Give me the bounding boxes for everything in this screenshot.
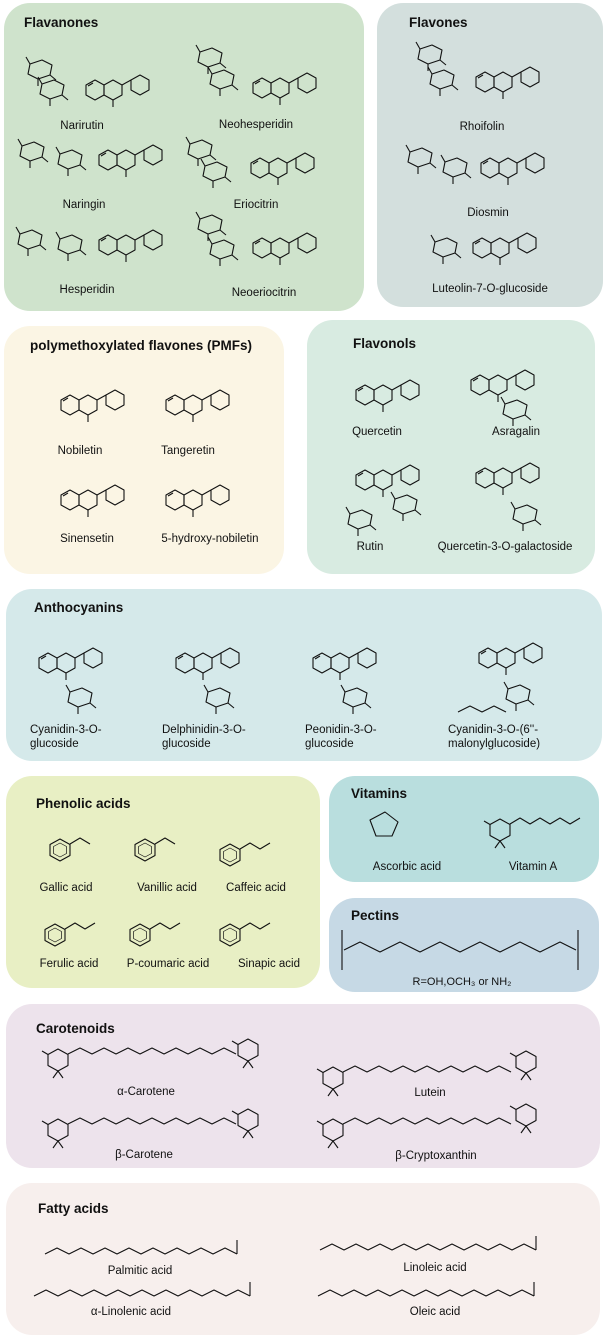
compound-label: Nobiletin [57,445,103,457]
flavones-panel: Flavones [377,3,603,307]
flavanones-panel: Flavanones [4,3,364,311]
compound-label: Quercetin-3-O-galactoside [437,541,573,553]
panel-title: Flavanones [24,15,99,30]
compound-label: Neoeriocitrin [231,287,297,299]
panel-title: Vitamins [351,786,408,801]
compound-label: Lutein [414,1087,446,1099]
fatty-acids-panel: Fatty acids [6,1183,600,1335]
compound-label: Eriocitrin [233,199,279,211]
vitamins-panel: Vitamins [329,776,599,882]
compound-label: β-Cryptoxanthin [395,1150,477,1162]
panel-title: Anthocyanins [34,600,124,615]
panel-title: Flavonols [353,336,417,351]
compound-label: Rhoifolin [459,121,505,133]
panel-title: Pectins [351,908,400,923]
compound-label: Naringin [62,199,106,211]
panel-title: Flavones [409,15,468,30]
compound-label: Ferulic acid [39,958,99,970]
compound-label: Asragalin [492,426,540,438]
compound-label: Oleic acid [409,1306,461,1318]
compound-label: Gallic acid [39,882,93,894]
panel-title: Fatty acids [38,1201,109,1216]
compound-label: Sinapic acid [237,958,301,970]
compound-label: Luteolin-7-O-glucoside [432,283,548,295]
compound-label: Narirutin [60,120,104,132]
anthocyanins-panel: Anthocyanins [6,589,602,761]
compound-label: Vanillic acid [137,882,197,894]
compound-label: β-Carotene [115,1149,173,1161]
pectins-note: R=OH,OCH₃ or NH₂ [412,976,512,988]
compound-label: Cyanidin-3-O-(6''-malonylglucoside) [448,724,541,750]
compound-label: Ascorbic acid [372,861,442,873]
compound-label: Peonidin-3-O-glucoside [305,724,377,750]
compound-label: P-coumaric acid [126,958,210,970]
compound-label: Neohesperidin [218,119,294,131]
flavonols-panel: Flavonols [307,320,595,574]
pmfs-panel: polymethoxylated flavones (PMFs) [4,326,284,574]
panel-title: polymethoxylated flavones (PMFs) [30,338,253,353]
compound-label: Diosmin [467,207,509,219]
compound-label: α-Linolenic acid [90,1306,172,1318]
compound-label: Caffeic acid [226,882,286,894]
compound-label: α-Carotene [117,1086,175,1098]
compound-label: Cyanidin-3-O-glucoside [30,724,102,750]
panel-title: Phenolic acids [36,796,131,811]
compound-label: Palmitic acid [107,1265,173,1277]
compound-label: Delphinidin-3-O-glucoside [162,724,246,750]
compound-label: 5-hydroxy-nobiletin [161,533,259,545]
compound-label: Tangeretin [161,445,215,457]
compound-label: Quercetin [352,426,402,438]
compound-label: Hesperidin [59,284,115,296]
carotenoids-panel: Carotenoids [6,1004,600,1168]
compound-label: Rutin [356,541,384,553]
compound-label: Sinensetin [60,533,114,545]
compound-label: Vitamin A [508,861,558,873]
phenolic-panel: Phenolic acids [6,776,320,988]
compound-label: Linoleic acid [403,1262,467,1274]
panel-title: Carotenoids [36,1021,115,1036]
